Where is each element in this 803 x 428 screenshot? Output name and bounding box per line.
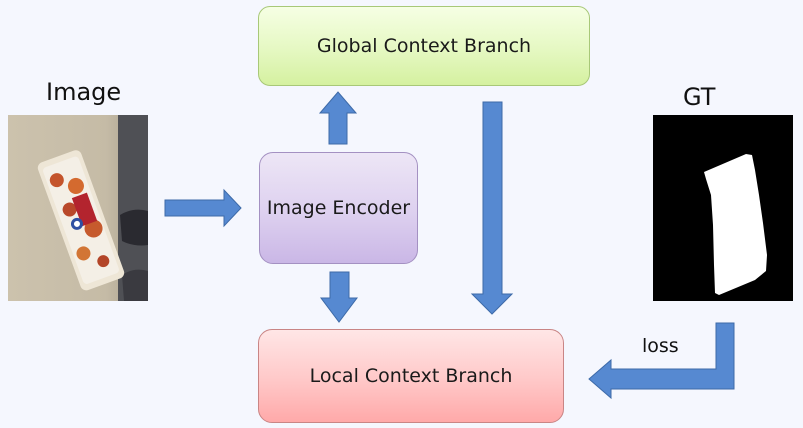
loss-label: loss: [642, 335, 679, 357]
local-context-branch-box: Local Context Branch: [258, 329, 564, 423]
arrow-encoder-to-local: [320, 271, 358, 323]
global-context-branch-box: Global Context Branch: [258, 6, 590, 86]
arrow-encoder-to-global: [318, 91, 358, 145]
arrow-image-to-encoder: [164, 188, 242, 228]
image-label: Image: [46, 78, 122, 106]
image-encoder-box: Image Encoder: [259, 152, 418, 264]
arrow-loss-to-local: [588, 322, 735, 400]
input-photo: [8, 115, 148, 301]
gt-label: GT: [683, 83, 716, 111]
arrow-global-to-local: [470, 101, 514, 315]
gt-mask: [653, 115, 793, 301]
